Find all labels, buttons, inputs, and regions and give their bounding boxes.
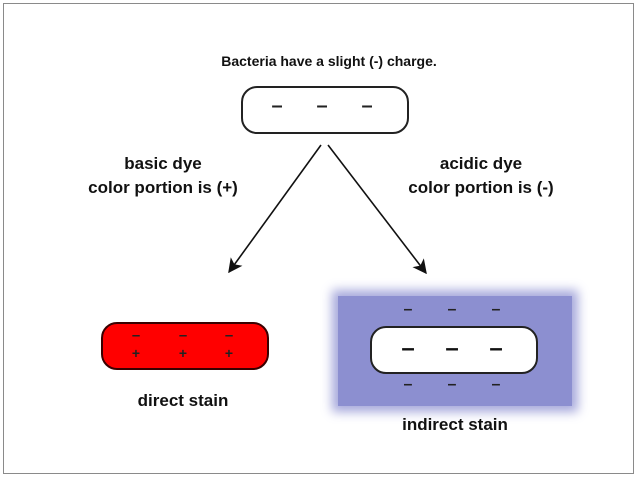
indirect-cell-sign: – bbox=[445, 335, 459, 362]
cell-charge-sign: – bbox=[271, 95, 283, 117]
outer-bottom-sign: – bbox=[491, 376, 501, 393]
basic-dye-caption: basic dye color portion is (+) bbox=[88, 152, 238, 200]
bacterium-cell bbox=[241, 86, 409, 134]
indirect-cell-sign: – bbox=[489, 335, 503, 362]
direct-stain-cell bbox=[101, 322, 269, 370]
acidic-dye-label: acidic dye bbox=[439, 154, 523, 173]
direct-cell-bottom-sign: + bbox=[131, 345, 141, 361]
indirect-cell-sign: – bbox=[401, 335, 415, 362]
direct-cell-bottom-sign: + bbox=[178, 345, 188, 361]
outer-top-sign: – bbox=[491, 301, 501, 318]
acidic-dye-charge: color portion is (-) bbox=[408, 178, 554, 197]
direct-cell-bottom-sign: + bbox=[224, 345, 234, 361]
basic-dye-label: basic dye bbox=[124, 154, 202, 173]
direct-cell-top-sign: – bbox=[131, 327, 141, 344]
cell-charge-sign: – bbox=[316, 95, 328, 117]
direct-cell-top-sign: – bbox=[178, 327, 188, 344]
outer-top-sign: – bbox=[447, 301, 457, 318]
basic-dye-charge: color portion is (+) bbox=[88, 178, 238, 197]
cell-charge-sign: – bbox=[361, 95, 373, 117]
outer-top-sign: – bbox=[403, 301, 413, 318]
outer-bottom-sign: – bbox=[403, 376, 413, 393]
direct-stain-label: direct stain bbox=[137, 391, 229, 410]
outer-bottom-sign: – bbox=[447, 376, 457, 393]
indirect-stain-cell bbox=[370, 326, 538, 374]
direct-cell-top-sign: – bbox=[224, 327, 234, 344]
arrow-to-indirect-stain bbox=[327, 144, 427, 275]
acidic-dye-caption: acidic dye color portion is (-) bbox=[408, 152, 553, 200]
diagram-title: Bacteria have a slight (-) charge. bbox=[221, 53, 437, 69]
arrow-to-direct-stain bbox=[228, 144, 322, 274]
indirect-stain-label: indirect stain bbox=[402, 415, 508, 434]
